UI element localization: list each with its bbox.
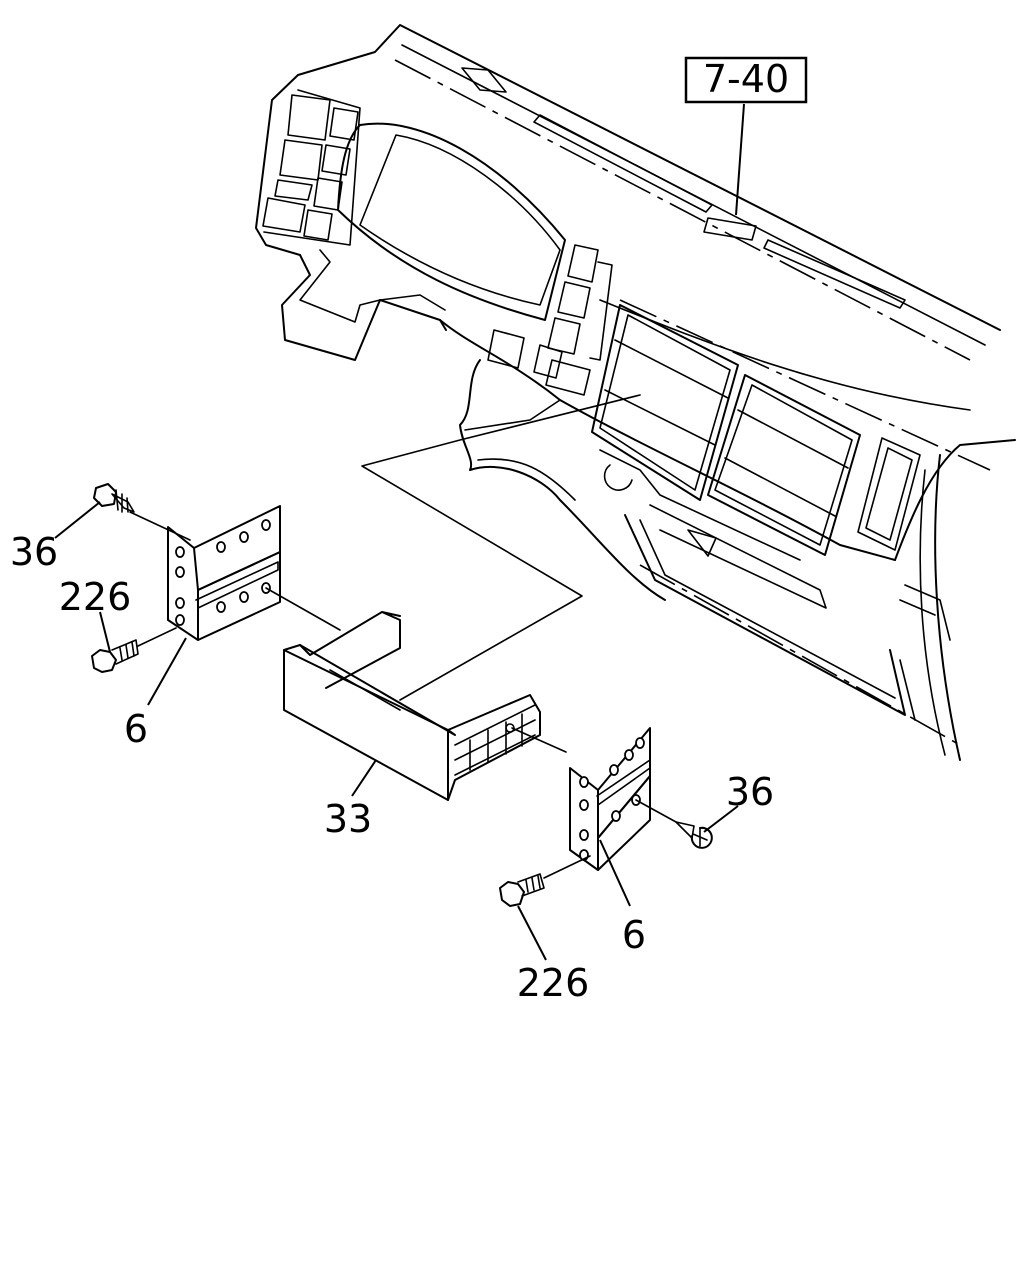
leader-left-bracket <box>147 637 187 706</box>
leader-pocket <box>351 759 377 797</box>
callout-6-right: 6 <box>622 913 646 957</box>
left-mounting-bracket <box>129 505 341 641</box>
left-tapping-screw <box>54 483 135 539</box>
callout-36-right: 36 <box>726 770 774 814</box>
left-bolt <box>91 611 177 673</box>
callout-226-right: 226 <box>517 961 590 1005</box>
leader-right-bracket <box>599 839 631 907</box>
right-tapping-screw <box>675 805 739 849</box>
right-bolt <box>499 855 591 961</box>
callout-33: 33 <box>324 797 372 841</box>
reference-label-7-40: 7-40 <box>684 56 808 216</box>
right-mounting-bracket <box>569 727 677 871</box>
storage-pocket <box>283 611 567 801</box>
callout-6-left: 6 <box>124 707 148 751</box>
callout-36-left: 36 <box>10 530 58 574</box>
callout-226-left: 226 <box>59 575 132 619</box>
dashboard-assembly <box>255 24 1016 761</box>
reference-label-text: 7-40 <box>703 57 789 101</box>
